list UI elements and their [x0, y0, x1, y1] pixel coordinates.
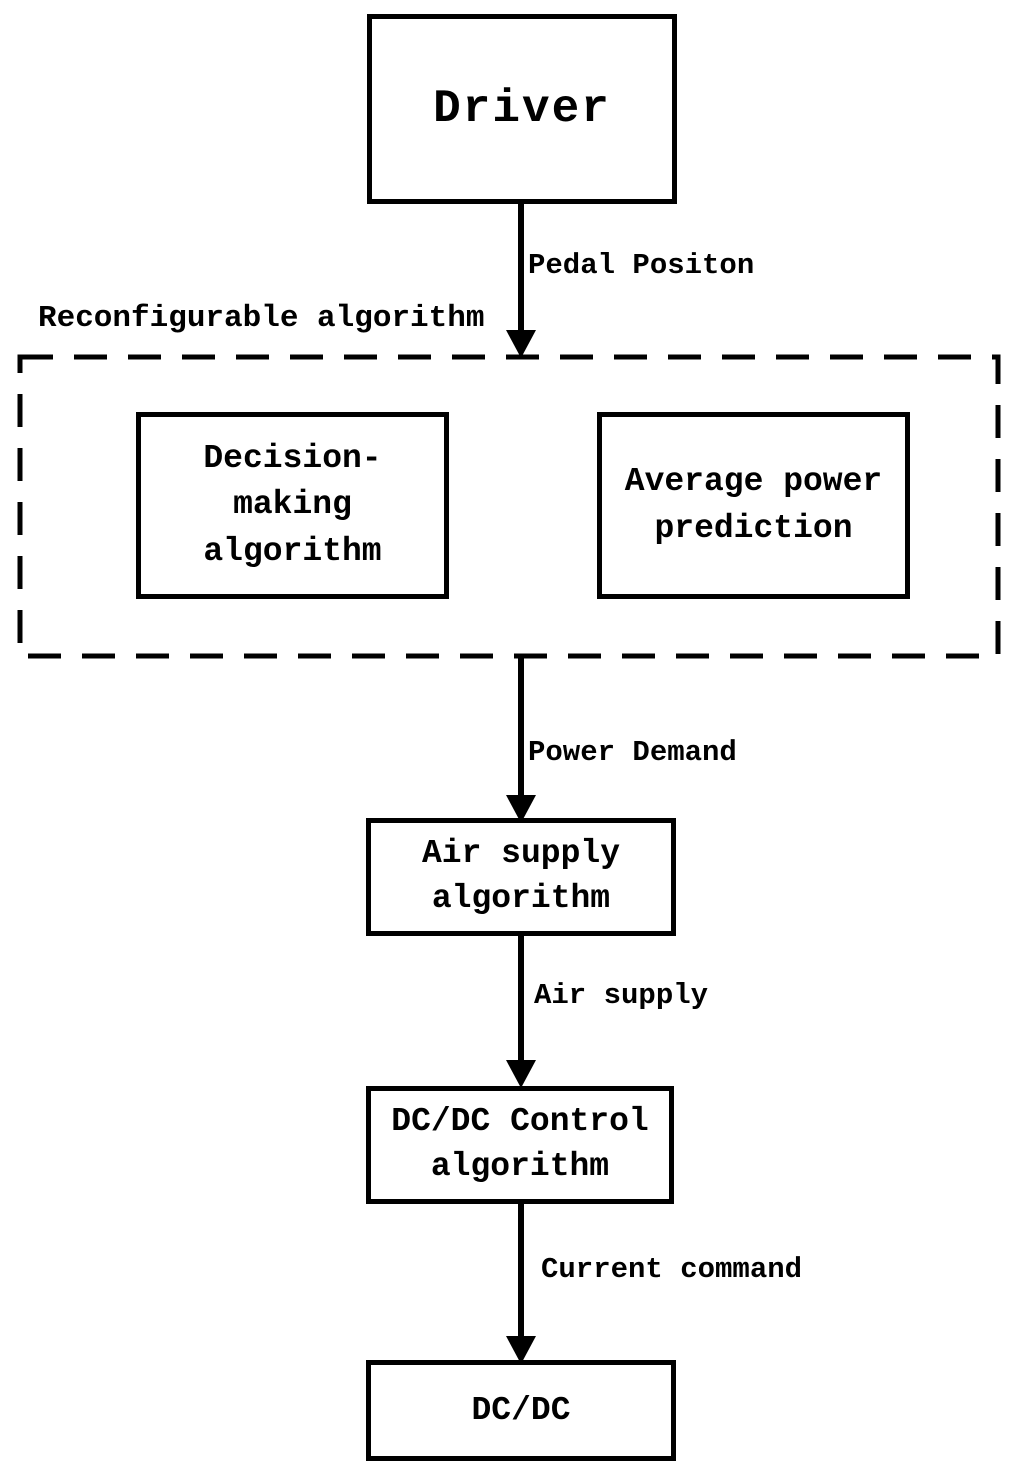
reconfigurable-group-dashed-border [17, 354, 1001, 659]
reconfigurable-group-label: Reconfigurable algorithm [38, 301, 485, 336]
arrow-current-command [506, 1203, 536, 1364]
node-dcdc-control-algorithm: DC/DC Control algorithm [366, 1086, 674, 1204]
node-average-power-prediction: Average power prediction [597, 412, 910, 599]
node-dcdc: DC/DC [366, 1360, 676, 1461]
arrow-power-demand [506, 658, 536, 823]
node-decision-making-algorithm: Decision- making algorithm [136, 412, 449, 599]
edge-label-air-supply: Air supply [534, 979, 709, 1012]
node-air-supply-algorithm: Air supply algorithm [366, 818, 676, 936]
edge-label-current-command: Current command [541, 1253, 803, 1286]
arrow-air-supply [506, 936, 536, 1088]
arrow-pedal-position [506, 203, 536, 358]
edge-label-power-demand: Power Demand [528, 736, 737, 769]
node-driver: Driver [367, 14, 677, 204]
edge-label-pedal-position: Pedal Positon [528, 249, 755, 282]
